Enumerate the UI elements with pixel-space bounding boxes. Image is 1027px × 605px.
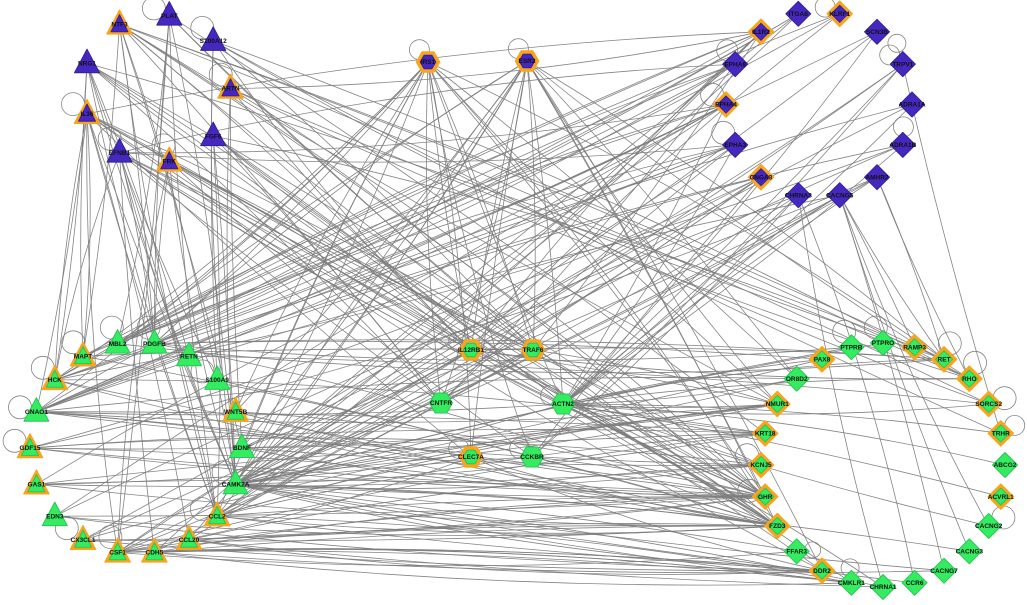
svg-text:GNAO1: GNAO1 (25, 409, 49, 416)
svg-text:EFNB1: EFNB1 (109, 150, 131, 157)
svg-text:GHR: GHR (758, 494, 773, 501)
svg-text:FFAR3: FFAR3 (786, 549, 807, 556)
svg-text:PAX8: PAX8 (814, 357, 831, 364)
svg-text:CACNG2: CACNG2 (975, 523, 1003, 530)
svg-text:PTPRO: PTPRO (872, 340, 894, 347)
svg-text:ACTN2: ACTN2 (552, 401, 574, 408)
svg-text:EDN3: EDN3 (46, 513, 64, 520)
svg-text:EPHA3: EPHA3 (724, 142, 746, 149)
svg-text:EPHA8: EPHA8 (724, 61, 746, 68)
svg-text:ITGA8: ITGA8 (789, 11, 809, 18)
svg-text:CDH5: CDH5 (146, 550, 164, 557)
svg-text:NRG1: NRG1 (78, 60, 96, 67)
svg-text:RET: RET (938, 357, 951, 364)
svg-text:IRS1: IRS1 (421, 59, 436, 66)
svg-text:PTPRB: PTPRB (840, 344, 862, 351)
svg-text:RETN: RETN (180, 353, 198, 360)
svg-text:CCR6: CCR6 (906, 580, 924, 587)
svg-text:CLEC7A: CLEC7A (458, 454, 484, 461)
svg-text:CCKBR: CCKBR (520, 454, 544, 461)
svg-text:CCL2: CCL2 (209, 513, 226, 520)
svg-text:KCNJ5: KCNJ5 (750, 462, 772, 469)
svg-text:SORCS2: SORCS2 (975, 401, 1002, 408)
svg-text:MAPT: MAPT (74, 353, 92, 360)
svg-text:ADRA1A: ADRA1A (898, 102, 925, 109)
svg-text:MBL2: MBL2 (109, 341, 127, 348)
svg-text:CNGA3: CNGA3 (750, 174, 773, 181)
svg-text:TRHR: TRHR (992, 431, 1010, 438)
svg-text:NTF3: NTF3 (111, 22, 128, 29)
svg-text:GAS1: GAS1 (28, 482, 46, 489)
svg-text:OR8D2: OR8D2 (786, 376, 808, 383)
svg-text:GDF15: GDF15 (20, 445, 41, 452)
svg-text:ACVRL1: ACVRL1 (988, 494, 1014, 501)
svg-text:KRT18: KRT18 (755, 431, 776, 438)
svg-text:AMHR2: AMHR2 (865, 174, 888, 181)
svg-text:FRK: FRK (163, 159, 177, 166)
svg-text:TRPV1: TRPV1 (892, 61, 913, 68)
svg-text:DDR2: DDR2 (813, 568, 831, 575)
svg-text:BDNF: BDNF (233, 445, 251, 452)
svg-text:PLAT: PLAT (161, 13, 178, 20)
svg-text:ABCG2: ABCG2 (994, 462, 1017, 469)
svg-text:CAMK2A: CAMK2A (222, 482, 250, 489)
svg-text:IL1R2: IL1R2 (752, 29, 770, 36)
svg-text:HCK: HCK (48, 377, 62, 384)
svg-text:IL36: IL36 (80, 111, 93, 118)
svg-text:KLRF1: KLRF1 (829, 11, 850, 18)
svg-text:PDGFB: PDGFB (143, 341, 166, 348)
svg-text:CMKLR1: CMKLR1 (838, 580, 865, 587)
svg-text:CNTFR: CNTFR (430, 400, 452, 407)
svg-text:FZD3: FZD3 (769, 523, 786, 530)
svg-text:ADRA1B: ADRA1B (889, 142, 916, 149)
svg-text:EPHA4: EPHA4 (715, 102, 737, 109)
svg-text:CHRNA1: CHRNA1 (869, 584, 896, 591)
svg-text:IL12RB1: IL12RB1 (458, 347, 484, 354)
svg-text:S100A9: S100A9 (205, 377, 229, 384)
svg-text:CACNG3: CACNG3 (956, 549, 984, 556)
svg-text:FGF6: FGF6 (205, 133, 222, 140)
svg-text:RHO: RHO (962, 376, 976, 383)
svg-text:SCN3B: SCN3B (866, 29, 888, 36)
svg-text:CSF1: CSF1 (109, 550, 126, 557)
svg-text:TRAF6: TRAF6 (523, 347, 544, 354)
svg-text:S100A12: S100A12 (200, 38, 227, 45)
svg-text:ESR2: ESR2 (519, 58, 536, 65)
svg-text:ARTN: ARTN (221, 86, 239, 93)
svg-text:NMUR1: NMUR1 (766, 401, 789, 408)
svg-text:CACNG7: CACNG7 (930, 568, 958, 575)
svg-text:CCL20: CCL20 (179, 537, 200, 544)
svg-text:CACNG5: CACNG5 (826, 192, 854, 199)
svg-text:CX3CL1: CX3CL1 (71, 537, 96, 544)
svg-text:RAMP3: RAMP3 (903, 344, 926, 351)
svg-text:WNT5B: WNT5B (224, 409, 247, 416)
svg-text:CHRNA3: CHRNA3 (785, 192, 812, 199)
